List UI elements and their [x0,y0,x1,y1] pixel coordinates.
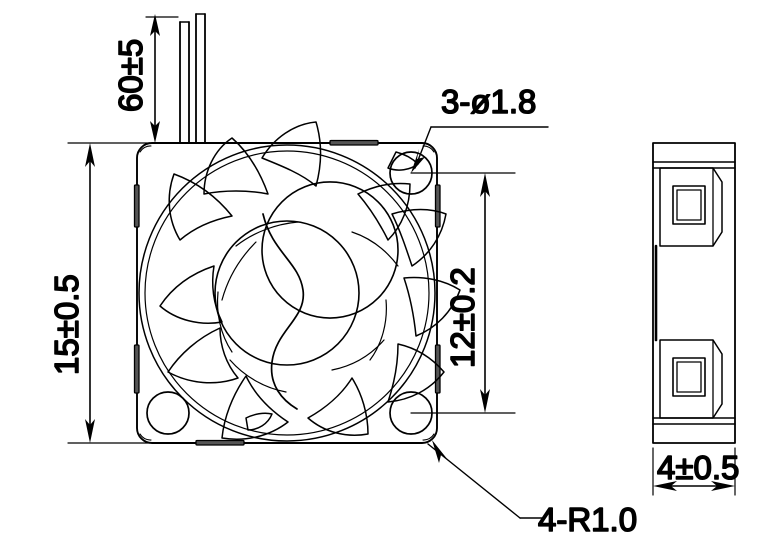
frame-edge-tabs [133,139,441,446]
dimension-lead-length [145,14,179,143]
callout-corner-radius-label: 4-R1.0 [538,501,637,538]
dimension-frame-height [67,142,151,444]
dimension-body-thickness [652,447,736,496]
dimension-lead-length-label: 60±5 [112,39,149,112]
dimension-hole-pitch-label: 12±0.2 [444,267,481,368]
mounting-hole-bottom-left [146,391,190,435]
dimension-body-thickness-label: 4±0.5 [657,449,739,486]
fan-impeller [138,121,461,442]
callout-hole-diameter [411,126,549,173]
dimension-frame-height-label: 15±0.5 [48,274,85,375]
callout-corner-radius [427,440,546,519]
lead-wires [179,13,206,144]
side-view [652,142,736,444]
callout-hole-diameter-label: 3-ø1.8 [441,83,536,120]
dimension-hole-pitch [410,172,516,414]
